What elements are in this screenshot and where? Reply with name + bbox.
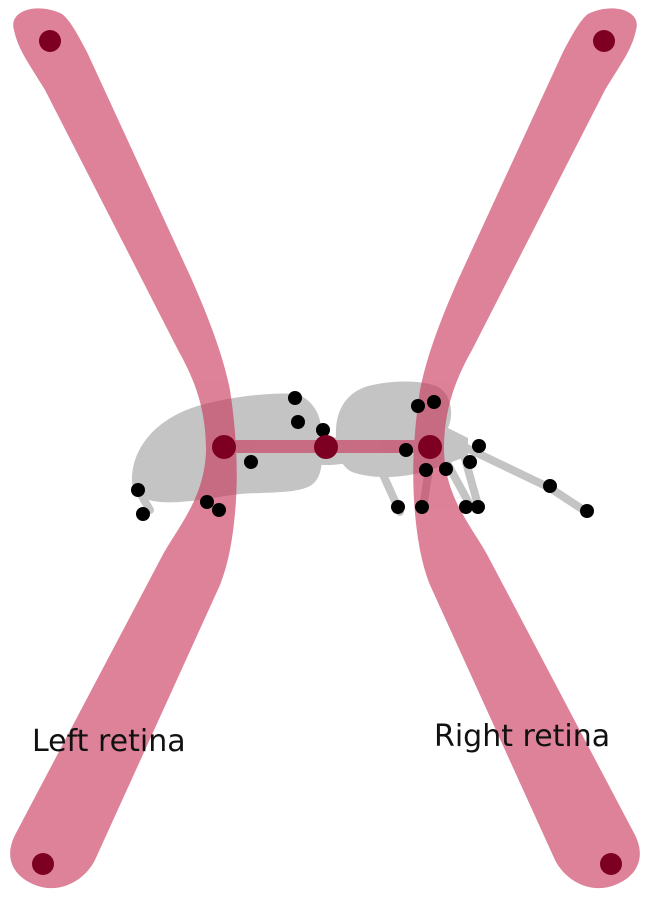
point [200,495,214,509]
point [419,463,433,477]
point [427,395,441,409]
point [459,500,473,514]
point [131,483,145,497]
point [288,391,302,405]
point [463,455,477,469]
right-retina-top-node [593,30,615,52]
point [471,500,485,514]
point [212,503,226,517]
left-retina-label: Left retina [32,724,186,759]
point [543,479,557,493]
left-retina-band [10,8,237,889]
point-cloud [131,391,594,521]
point [580,504,594,518]
point [411,399,425,413]
left-retina-bottom-node [32,853,54,875]
point [316,423,330,437]
left-crossing-node [212,435,236,459]
point [472,439,486,453]
point [244,455,258,469]
point [439,462,453,476]
point [136,507,150,521]
point [399,443,413,457]
center-node [314,435,338,459]
left-retina-top-node [39,30,61,52]
retina-nodes [32,30,622,875]
point [391,500,405,514]
point [415,500,429,514]
right-crossing-node [418,435,442,459]
right-retina-band [413,8,640,889]
right-retina-bottom-node [600,853,622,875]
point [291,415,305,429]
right-retina-label: Right retina [434,719,610,754]
